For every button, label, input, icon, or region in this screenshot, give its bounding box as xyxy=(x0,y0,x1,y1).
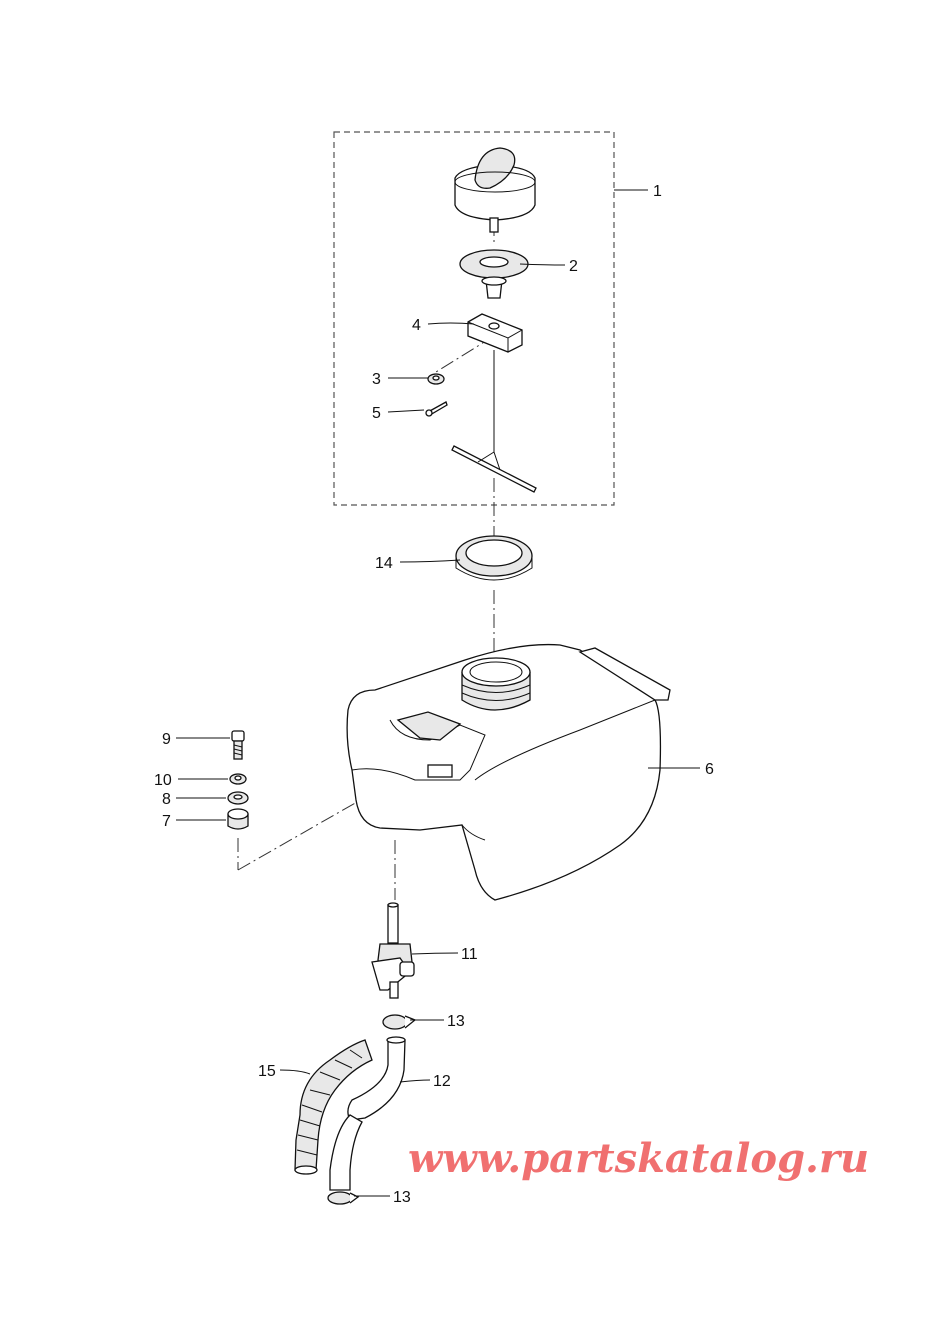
strainer-block xyxy=(451,313,537,493)
spring-washer xyxy=(229,773,247,785)
rubber-mount xyxy=(227,808,249,830)
callout-4: 4 xyxy=(412,317,421,334)
callout-14: 14 xyxy=(375,555,393,572)
fuel-cap xyxy=(454,147,536,233)
callout-1: 1 xyxy=(653,183,662,200)
cotter-pin xyxy=(425,401,448,417)
callout-10: 10 xyxy=(154,772,172,789)
seal-ring xyxy=(455,535,533,581)
washer-small xyxy=(427,373,445,385)
hose-clamp-lower xyxy=(327,1191,360,1205)
callout-13-upper: 13 xyxy=(447,1013,465,1030)
leader-lines xyxy=(176,189,700,1197)
flat-washer xyxy=(227,791,249,805)
cap-gasket xyxy=(459,249,529,299)
watermark-text: www.partskatalog.ru xyxy=(408,1135,869,1182)
callout-15: 15 xyxy=(258,1063,276,1080)
callout-7: 7 xyxy=(162,813,171,830)
callout-5: 5 xyxy=(372,405,381,422)
fuel-pipe xyxy=(329,1036,406,1191)
callout-6: 6 xyxy=(705,761,714,778)
tank-filler-neck xyxy=(461,657,531,711)
callout-8: 8 xyxy=(162,791,171,808)
cap-assembly-box xyxy=(333,131,615,506)
fuel-valve xyxy=(371,902,415,999)
callout-3: 3 xyxy=(372,371,381,388)
bolt xyxy=(231,730,245,760)
callout-2: 2 xyxy=(569,258,578,275)
callout-11: 11 xyxy=(461,946,478,963)
fuel-tank xyxy=(346,643,671,901)
callout-13-lower: 13 xyxy=(393,1189,411,1206)
hose-clamp-upper xyxy=(382,1014,417,1030)
callout-12: 12 xyxy=(433,1073,451,1090)
callout-9: 9 xyxy=(162,731,171,748)
hose-protector xyxy=(294,1039,373,1175)
